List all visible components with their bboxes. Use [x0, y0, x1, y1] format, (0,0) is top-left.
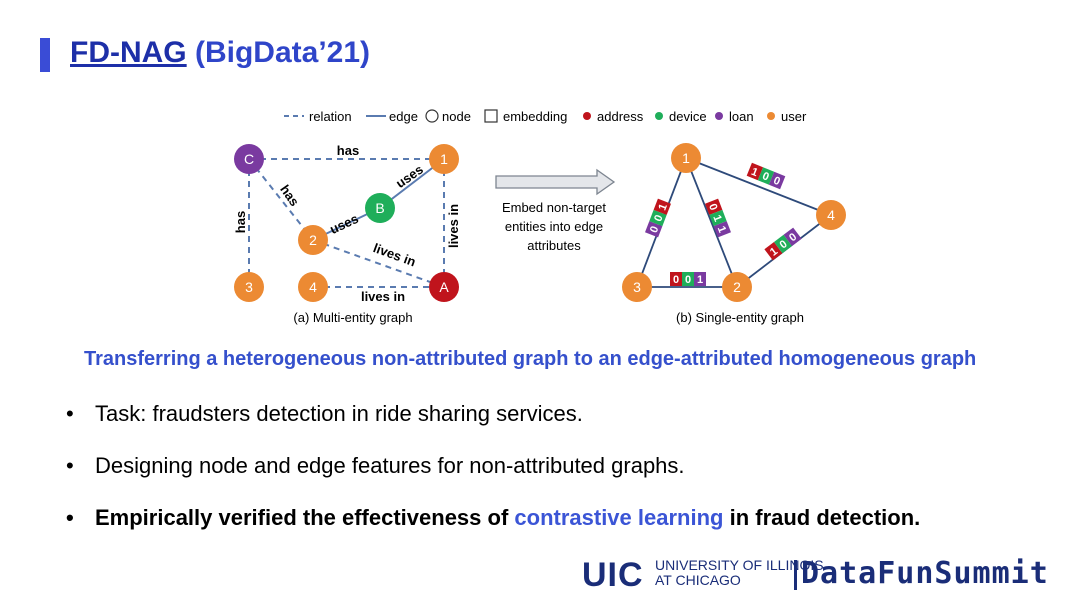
node-b-3: [622, 272, 652, 302]
arrow-text-line-1: Embed non-target: [502, 200, 606, 215]
label-4-a: lives in: [361, 289, 405, 304]
graph-diagram: relation edge node embedding address dev…: [233, 109, 846, 325]
label-c-2: has: [277, 182, 302, 209]
node-c: [234, 144, 264, 174]
label-b-2: uses: [327, 211, 360, 237]
embedding-1-3-bit-1: 0: [648, 225, 661, 235]
contrastive-learning-highlight: contrastive learning: [514, 505, 724, 530]
legend-embedding: embedding: [503, 109, 567, 124]
edge-b-1-2: [685, 157, 738, 288]
arrow-text-line-3: attributes: [527, 238, 581, 253]
node-2: [298, 225, 328, 255]
node-4: [298, 272, 328, 302]
node-3: [234, 272, 264, 302]
address-dot-icon: [583, 112, 591, 120]
datafun-logo: DataFunSummit: [801, 556, 1049, 591]
edge-b-1-4: [685, 157, 832, 216]
legend-address: address: [597, 109, 644, 124]
embedding-3-2-bit-1: 0: [673, 274, 679, 286]
embedding-1-4-bit-1: 1: [749, 166, 759, 179]
device-dot-icon: [655, 112, 663, 120]
title-link[interactable]: FD-NAG: [70, 36, 187, 69]
bullet-features: Designing node and edge features for non…: [66, 452, 920, 504]
embedding-3-2: 0 0 1: [670, 272, 706, 286]
transfer-arrow: [495, 168, 616, 196]
embedding-1-3: 0 0 1: [645, 198, 671, 238]
bullet-list: Task: fraudsters detection in ride shari…: [66, 400, 920, 556]
caption-b: (b) Single-entity graph: [676, 310, 804, 325]
bullet-3-pre: Empirically verified the effectiveness o…: [95, 505, 515, 530]
title-accent-bar: [40, 38, 50, 72]
legend-loan: loan: [729, 109, 754, 124]
label-c-3: has: [233, 211, 248, 233]
label-c-1: has: [337, 143, 359, 158]
uic-logo: UIC: [582, 556, 644, 594]
node-1-label: 1: [440, 151, 448, 167]
node-c-label: C: [244, 151, 254, 167]
embedding-1-2-bit-2: 1: [710, 213, 723, 223]
embedding-1-2-bit-3: 1: [715, 225, 728, 235]
node-b-4-label: 4: [827, 207, 835, 223]
bullet-task: Task: fraudsters detection in ride shari…: [66, 400, 920, 452]
edge-2-a: [312, 239, 445, 288]
node-a: [429, 272, 459, 302]
legend: relation edge node embedding address dev…: [284, 109, 807, 124]
legend-node: node: [442, 109, 471, 124]
slide-title: FD-NAG (BigData’21): [70, 36, 370, 70]
node-b-1-label: 1: [682, 150, 690, 166]
node-b-label: B: [375, 200, 384, 216]
uic-name-line-2: AT CHICAGO: [655, 572, 741, 588]
loan-dot-icon: [715, 112, 723, 120]
legend-device: device: [669, 109, 707, 124]
embedding-3-2-bit-2: 0: [685, 274, 691, 286]
label-2-a: lives in: [371, 240, 418, 269]
node-b-4: [816, 200, 846, 230]
embedding-3-2-bit-3: 1: [697, 274, 703, 286]
embedding-1-2-bit-1: 0: [706, 202, 719, 212]
embedding-1-4-bit-2: 0: [761, 170, 771, 183]
embedding-1-3-bit-2: 0: [652, 213, 665, 223]
embedding-1-4-bit-3: 0: [772, 175, 782, 188]
bullet-contrastive: Empirically verified the effectiveness o…: [66, 504, 920, 556]
node-2-label: 2: [309, 232, 317, 248]
node-b-2-label: 2: [733, 279, 741, 295]
node-b: [365, 193, 395, 223]
node-legend-icon: [425, 109, 439, 123]
edge-c-2: [248, 158, 314, 241]
node-1: [429, 144, 459, 174]
caption-a: (a) Multi-entity graph: [293, 310, 412, 325]
node-4-label: 4: [309, 279, 317, 295]
node-b-3-label: 3: [633, 279, 641, 295]
embedding-legend-icon: [484, 109, 498, 123]
node-a-label: A: [439, 279, 449, 295]
embedding-2-4: 1 0 0: [764, 227, 802, 261]
legend-user: user: [781, 109, 807, 124]
embedding-1-3-bit-3: 1: [657, 202, 670, 212]
embedding-1-2: 0 1 1: [705, 198, 731, 238]
footer-logos: UIC UNIVERSITY OF ILLINOIS AT CHICAGO Da…: [582, 556, 1072, 596]
arrow-text-line-2: entities into edge: [505, 219, 603, 234]
user-dot-icon: [767, 112, 775, 120]
node-3-label: 3: [245, 279, 253, 295]
title-rest: (BigData’21): [186, 36, 371, 69]
bullet-3-post: in fraud detection.: [723, 505, 921, 530]
label-1-a: lives in: [446, 204, 461, 248]
legend-relation: relation: [309, 109, 352, 124]
legend-edge: edge: [389, 109, 418, 124]
diagram-subtitle: Transferring a heterogeneous non-attribu…: [84, 348, 977, 370]
node-b-2: [722, 272, 752, 302]
datafun-divider: [794, 560, 797, 590]
node-b-1: [671, 143, 701, 173]
embedding-1-4: 1 0 0: [746, 162, 786, 190]
uic-name-line-1: UNIVERSITY OF ILLINOIS: [655, 557, 824, 573]
uic-name: UNIVERSITY OF ILLINOIS AT CHICAGO: [655, 558, 824, 588]
